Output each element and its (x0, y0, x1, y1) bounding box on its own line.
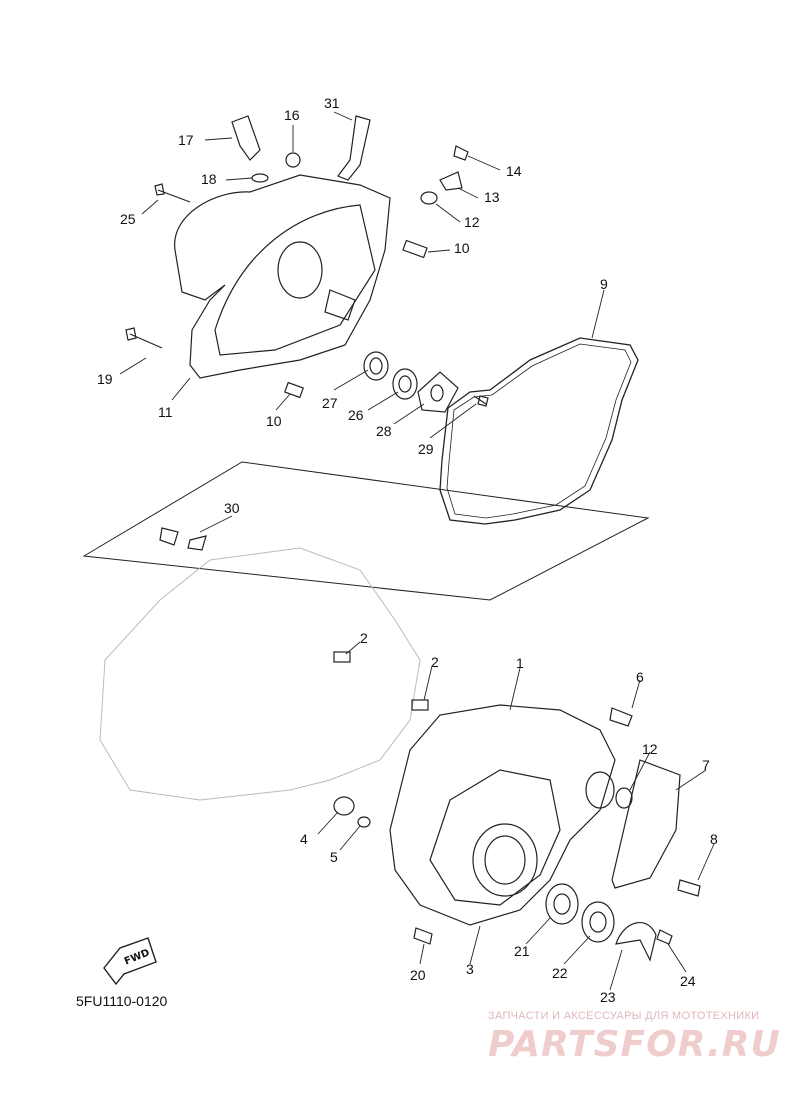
bearing-part-21 (545, 883, 579, 925)
bolt-part-19 (125, 327, 163, 349)
callout-11: 11 (158, 404, 173, 420)
seal-part-12b (615, 787, 633, 809)
gasket-part-9 (439, 337, 639, 525)
callout-6: 6 (636, 669, 644, 685)
callout-12b: 12 (642, 741, 658, 757)
crankcase-cover-part-3 (389, 704, 616, 926)
callout-24: 24 (680, 973, 696, 989)
callout-30: 30 (224, 500, 240, 516)
callout-20: 20 (410, 967, 426, 983)
callout-19: 19 (97, 371, 113, 387)
engine-silhouette (99, 547, 421, 801)
bracket-part-31 (337, 115, 371, 181)
engine-frame (82, 461, 650, 601)
o-ring-part-5 (357, 816, 371, 828)
callout-25: 25 (120, 211, 136, 227)
plug-part-4 (333, 796, 355, 816)
cover-part-7 (611, 759, 681, 889)
callout-13: 13 (484, 189, 500, 205)
bolt-part-25 (154, 183, 191, 203)
bolt-part-20 (413, 927, 433, 945)
fwd-arrow (103, 937, 157, 986)
callout-3: 3 (466, 961, 474, 977)
callout-9: 9 (600, 276, 608, 292)
callout-1: 1 (516, 655, 524, 671)
outer-cover-part-11 (174, 174, 391, 379)
dowel-part-2b (411, 699, 429, 711)
watermark-tagline: ЗАПЧАСТИ И АКСЕССУАРЫ ДЛЯ МОТОТЕХНИКИ (488, 1010, 760, 1022)
callout-8: 8 (710, 831, 718, 847)
callout-10a: 10 (454, 240, 470, 256)
o-ring-part-18 (251, 173, 269, 183)
oil-seal-part-27 (363, 351, 389, 381)
dowel-part-10b (284, 381, 304, 399)
callout-21: 21 (514, 943, 530, 959)
plug-part-17 (231, 115, 261, 161)
bolt-part-14 (453, 145, 469, 161)
fastener-part-30 (159, 527, 207, 551)
callout-5: 5 (330, 849, 338, 865)
leader-lines (119, 111, 715, 991)
grommet-part-16 (285, 152, 301, 168)
callout-26: 26 (348, 407, 364, 423)
callout-2a: 2 (360, 630, 368, 646)
callout-23: 23 (600, 989, 616, 1005)
bolt-part-6 (609, 707, 633, 727)
callout-14: 14 (506, 163, 522, 179)
callout-22: 22 (552, 965, 568, 981)
callout-27: 27 (322, 395, 338, 411)
callout-12a: 12 (464, 214, 480, 230)
screw-part-29 (473, 395, 489, 407)
callout-10b: 10 (266, 413, 282, 429)
dowel-part-10a (402, 239, 428, 259)
callout-29: 29 (418, 441, 434, 457)
callout-16: 16 (284, 107, 300, 123)
bearing-part-26 (392, 368, 418, 400)
callout-7: 7 (702, 757, 710, 773)
dowel-part-2a (333, 651, 351, 663)
seal-part-12a (420, 191, 438, 205)
seal-part-22 (581, 901, 615, 943)
clip-part-23 (615, 922, 657, 962)
plate-part-13 (439, 171, 463, 191)
plate-part-28 (417, 371, 459, 413)
screw-part-24 (656, 929, 673, 945)
callout-31: 31 (324, 95, 340, 111)
bolt-part-8 (677, 879, 701, 897)
callout-17: 17 (178, 132, 194, 148)
diagram-code: 5FU1110-0120 (76, 993, 168, 1009)
callout-28: 28 (376, 423, 392, 439)
callout-4: 4 (300, 831, 308, 847)
watermark-brand: PARTSFOR.RU (488, 1024, 781, 1065)
callout-2b: 2 (431, 654, 439, 670)
callout-18: 18 (201, 171, 217, 187)
